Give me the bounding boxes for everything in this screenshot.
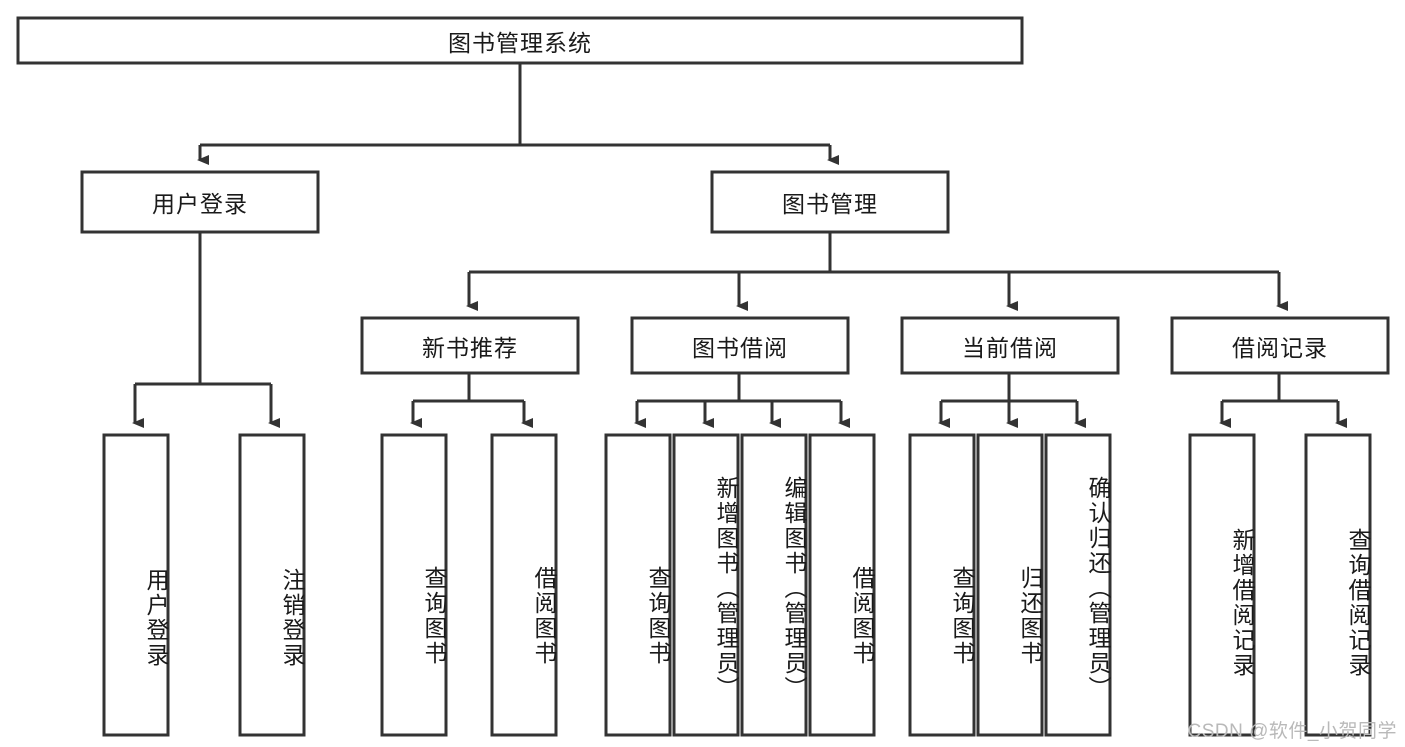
node-leaf-query-book-1[interactable] — [380, 433, 448, 737]
node-leaf-confirm-return[interactable] — [1044, 433, 1112, 737]
node-leaf-borrow-book-2[interactable] — [808, 433, 876, 737]
node-leaf-logout[interactable] — [238, 433, 306, 737]
node-leaf-return-book[interactable] — [976, 433, 1044, 737]
node-leaf-query-book-2[interactable] — [604, 433, 672, 737]
node-book-borrow[interactable] — [630, 316, 850, 375]
node-borrow-record[interactable] — [1170, 316, 1390, 375]
connectors-newbook-to-leaves — [410, 373, 533, 428]
connectors-userlogin-to-leaves — [132, 232, 280, 428]
node-root[interactable] — [16, 16, 1024, 65]
node-new-book-recommend[interactable] — [360, 316, 580, 375]
node-leaf-add-book[interactable] — [672, 433, 740, 737]
node-leaf-add-record[interactable] — [1188, 433, 1256, 737]
connectors-borrowrecord-to-leaves — [1219, 373, 1347, 428]
node-leaf-edit-book[interactable] — [740, 433, 808, 737]
node-leaf-user-login[interactable] — [102, 433, 170, 737]
connectors-bookmanage-to-level3 — [466, 232, 1288, 311]
node-user-login[interactable] — [80, 170, 320, 234]
node-current-borrow[interactable] — [900, 316, 1120, 375]
connectors-root-to-level2 — [197, 63, 839, 165]
node-leaf-query-record[interactable] — [1304, 433, 1372, 737]
node-leaf-borrow-book-1[interactable] — [490, 433, 558, 737]
connectors-bookborrow-to-leaves — [634, 373, 850, 428]
csdn-watermark: CSDN @软件_小贺同学 — [1187, 721, 1397, 742]
node-leaf-query-book-3[interactable] — [908, 433, 976, 737]
connectors-currentborrow-to-leaves — [938, 373, 1086, 428]
node-book-manage[interactable] — [710, 170, 950, 234]
